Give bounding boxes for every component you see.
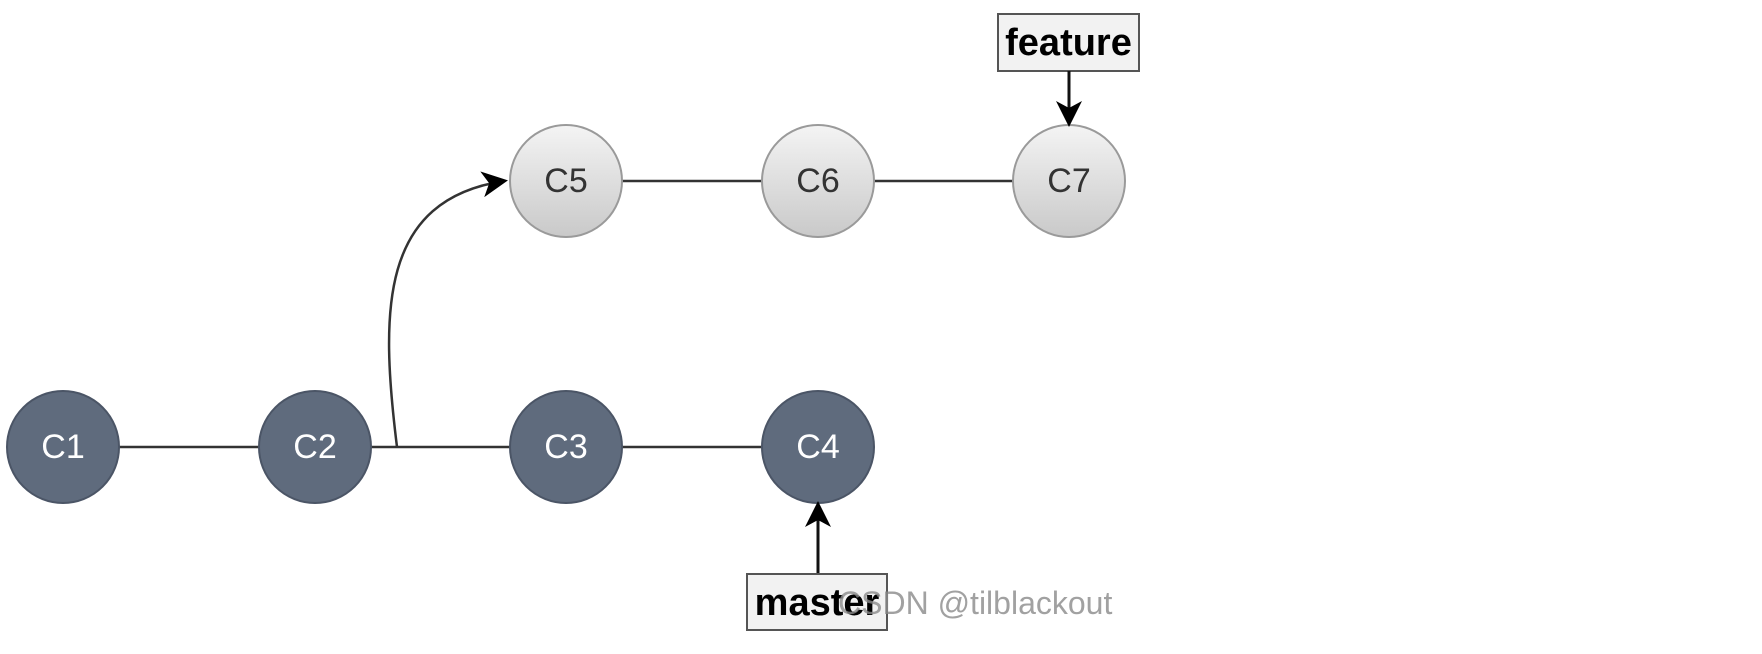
- commit-c3: C3: [509, 390, 623, 504]
- branch-label-master-text: master: [755, 582, 880, 624]
- commit-c6: C6: [761, 124, 875, 238]
- commit-c2-label: C2: [293, 428, 336, 466]
- branch-off-arrow: [387, 171, 508, 448]
- commit-c7: C7: [1012, 124, 1126, 238]
- commit-c2: C2: [258, 390, 372, 504]
- commit-c5: C5: [509, 124, 623, 238]
- commit-c6-label: C6: [796, 162, 839, 200]
- branch-label-feature: feature: [997, 13, 1140, 72]
- branch-label-feature-text: feature: [1005, 22, 1132, 64]
- branch-label-master: master: [746, 573, 888, 631]
- commit-c5-label: C5: [544, 162, 587, 200]
- commit-c1-label: C1: [41, 428, 84, 466]
- commit-c1: C1: [6, 390, 120, 504]
- commit-c7-label: C7: [1047, 162, 1090, 200]
- watermark: CSDN @tilblackout: [838, 585, 1112, 621]
- commit-c3-label: C3: [544, 428, 587, 466]
- commit-c4-label: C4: [796, 428, 839, 466]
- commit-c4: C4: [761, 390, 875, 504]
